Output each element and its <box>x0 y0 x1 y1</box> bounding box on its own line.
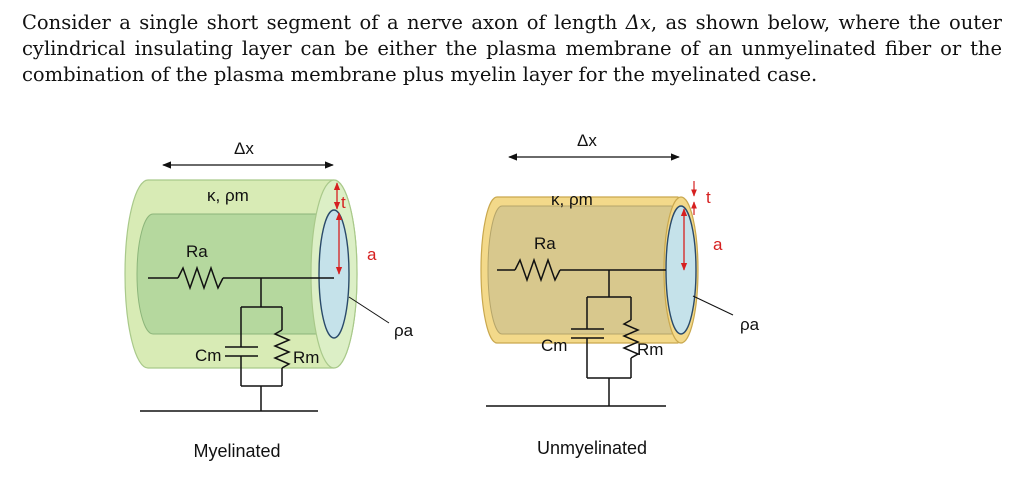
rm-resistor <box>622 319 640 359</box>
rho-a-label: ρa <box>740 315 760 334</box>
intro-text-2: , as shown below, where the outer cylind… <box>22 11 1002 86</box>
t-label: t <box>706 188 711 207</box>
dx-label: Δx <box>234 139 254 158</box>
circuit-unmyelinated <box>486 257 666 407</box>
ra-resistor <box>177 265 224 291</box>
unmyelinated-caption: Unmyelinated <box>537 438 647 458</box>
a-label: a <box>367 245 377 264</box>
circuit-myelinated <box>140 265 334 412</box>
a-label: a <box>713 235 723 254</box>
intro-dx-symbol: Δx <box>625 11 651 34</box>
rm-label: Rm <box>637 340 663 359</box>
dx-label: Δx <box>577 131 597 150</box>
myelinated-caption: Myelinated <box>193 441 280 461</box>
problem-statement: Consider a single short segment of a ner… <box>22 10 1002 88</box>
kappa-rho-label: κ, ρm <box>207 186 249 205</box>
rho-a-pointer <box>692 295 734 316</box>
rm-resistor <box>273 329 291 369</box>
kappa-rho-label: κ, ρm <box>551 190 593 209</box>
inner-end-face <box>665 205 697 335</box>
unmyelinated-diagram: Δx κ, ρm t a ρa <box>480 131 760 458</box>
axon-inner-cylinder <box>136 213 335 335</box>
cm-label: Cm <box>541 336 567 355</box>
intro-text-1: Consider a single short segment of a ner… <box>22 11 626 34</box>
rm-label: Rm <box>293 348 319 367</box>
rho-a-pointer <box>348 296 390 324</box>
myelinated-diagram: Δx κ, ρm t a ρa <box>124 139 414 461</box>
inner-end-face <box>318 209 350 339</box>
ra-label: Ra <box>186 242 208 261</box>
cm-label: Cm <box>195 346 221 365</box>
rho-a-label: ρa <box>394 321 414 340</box>
t-label: t <box>341 193 346 212</box>
ra-resistor <box>514 257 561 283</box>
ra-label: Ra <box>534 234 556 253</box>
